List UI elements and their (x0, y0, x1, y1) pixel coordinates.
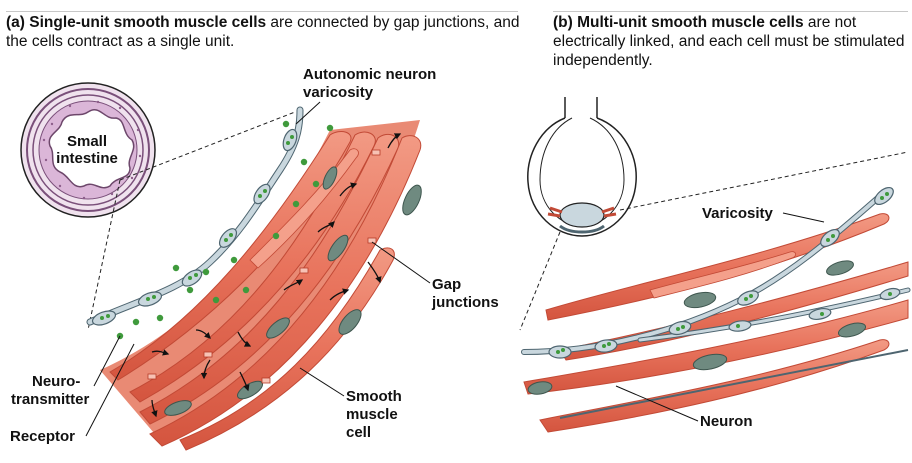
divider-a (6, 11, 518, 12)
leader-receptor (85, 343, 135, 437)
caption-b-letter: (b) (553, 14, 573, 31)
label-gap-2: junctions (431, 294, 499, 311)
caption-b: (b) Multi-unit smooth muscle cells are n… (553, 13, 912, 70)
label-varicosity: Varicosity (702, 205, 774, 222)
caption-a-letter: (a) (6, 14, 25, 31)
zoom-line-b-top (619, 151, 909, 211)
muscle-fibers-b (523, 213, 909, 433)
caption-b-rest: are not electrically linked, and each ce… (553, 14, 905, 69)
label-neuron: Neuron (700, 413, 753, 430)
eye-inset (527, 97, 637, 237)
label-smooth-3: cell (346, 424, 371, 441)
label-gap-1: Gap (432, 276, 461, 293)
leader-smooth (299, 367, 345, 397)
inset-label-intestine: intestine (56, 150, 118, 167)
leader-neuro (93, 335, 121, 387)
caption-a-rest: are connected by gap junctions, and the … (6, 14, 520, 50)
zoom-line-b-bottom (519, 231, 561, 331)
small-intestine-inset (20, 82, 156, 218)
leader-neuron (615, 385, 699, 422)
leader-gap (371, 241, 431, 284)
leader-autonomic (295, 101, 321, 125)
zoom-line-bottom (87, 179, 121, 331)
label-autonomic-1: Autonomic neuron (303, 66, 436, 83)
label-neuro-2: transmitter (11, 391, 90, 408)
neurotransmitter-dots (116, 120, 334, 340)
caption-a-bold: Single-unit smooth muscle cells (29, 14, 267, 31)
autonomic-neuron (86, 106, 304, 326)
label-neuro-1: Neuro- (32, 373, 80, 390)
caption-b-bold: Multi-unit smooth muscle cells (577, 14, 804, 31)
label-smooth-1: Smooth (346, 388, 402, 405)
label-smooth-2: muscle (346, 406, 398, 423)
divider-b (553, 11, 908, 12)
muscle-bundle-a (100, 120, 422, 451)
leader-varicosity (782, 212, 825, 223)
label-receptor: Receptor (10, 428, 75, 445)
label-autonomic-2: varicosity (303, 84, 374, 101)
caption-a: (a) Single-unit smooth muscle cells are … (6, 13, 526, 51)
zoom-line-top (119, 111, 296, 181)
neuron-b (521, 186, 911, 419)
inset-label-small: Small (67, 133, 107, 150)
